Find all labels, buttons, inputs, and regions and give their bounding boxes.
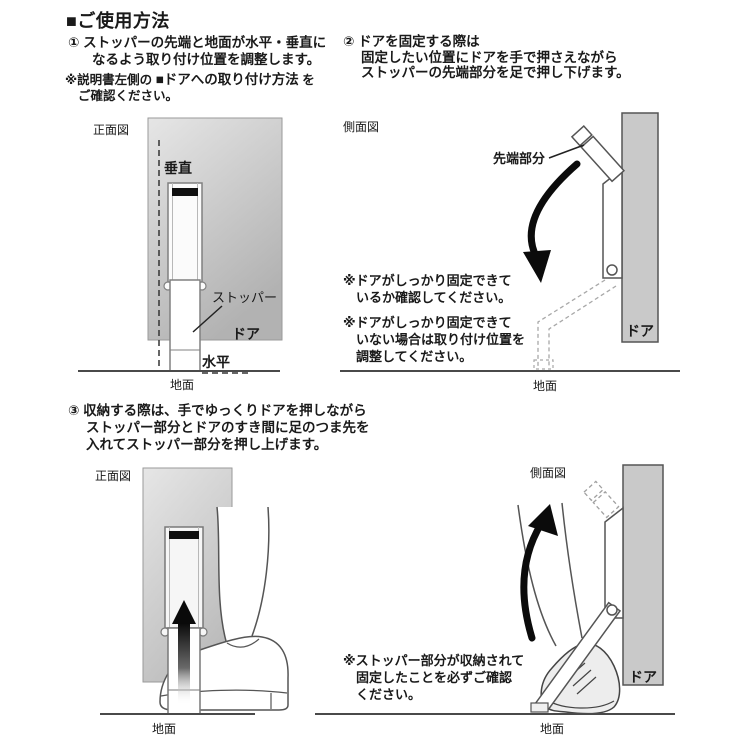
push-up-arrow-shaft xyxy=(178,623,190,705)
note-prefix: ※説明書左側の xyxy=(65,73,156,87)
tip-label: 先端部分 xyxy=(493,151,545,166)
stopper-ghost-raised xyxy=(583,480,620,519)
stored-confirm-note-line-3: ください。 xyxy=(356,687,422,702)
door-label: ドア xyxy=(626,323,654,339)
side-view-diagram-press-down: 側面図 先端部分 ドア 地面 xyxy=(340,112,680,393)
view-label: 正面図 xyxy=(95,469,131,483)
step-1-line-1: ① ストッパーの先端と地面が水平・垂直に xyxy=(68,35,327,50)
stopper-top-cap xyxy=(172,188,198,196)
step-1-note-line-1: ※説明書左側の ■ドアへの取り付け方法 を xyxy=(65,72,355,88)
leg-outline-left xyxy=(517,504,557,647)
note-bold-reference: ■ドアへの取り付け方法 xyxy=(155,72,299,87)
press-down-arrow-shaft xyxy=(527,160,581,262)
door-label: ドア xyxy=(629,669,657,685)
side-view-diagram-lift-up: 側面図 ドア 地面 xyxy=(315,464,675,736)
pivot-screw xyxy=(606,604,618,616)
tip-pointer-line xyxy=(548,144,585,159)
check-fixed-note: ※ドアがしっかり固定できて いるか確認してください。 xyxy=(343,272,528,306)
ground-label: 地面 xyxy=(152,722,176,736)
stopper-ghost-edge-1 xyxy=(537,279,606,368)
pivot-screw xyxy=(606,264,618,276)
step-2-line-2: 固定したい位置にドアを手で押さえながら xyxy=(361,49,618,65)
horizontal-label: 水平 xyxy=(202,354,230,370)
stopper-ghost-foot-cap xyxy=(533,359,554,370)
stopper-ghost-bar xyxy=(592,490,620,519)
check-fixed-note-line-1: ※ドアがしっかり固定できて xyxy=(343,273,512,288)
stopper-pointer-line xyxy=(192,305,223,333)
stopper-outer-frame xyxy=(167,182,203,283)
adjust-position-note-line-1: ※ドアがしっかり固定できて xyxy=(343,315,512,330)
page-title: ■ご使用方法 xyxy=(66,11,170,31)
stopper-slide-bar xyxy=(169,279,201,372)
stopper-top-cap xyxy=(169,531,199,539)
step-2-text: ② ドアを固定する際は 固定したい位置にドアを手で押さえながら ストッパーの先端… xyxy=(343,34,673,81)
vertical-label: 垂直 xyxy=(164,160,192,176)
lift-up-arrow-head xyxy=(528,504,558,536)
view-label: 側面図 xyxy=(343,120,379,134)
door-panel xyxy=(622,464,664,686)
adjust-position-note-line-3: 調整してください。 xyxy=(356,349,473,364)
ground-label: 地面 xyxy=(170,378,194,392)
stopper-tip-piece xyxy=(570,124,593,147)
step-2-line-1: ② ドアを固定する際は xyxy=(343,34,480,49)
stopper-bracket xyxy=(602,167,623,279)
front-view-diagram-install: 正面図 垂直 ストッパー ドア 水平 地面 xyxy=(78,117,283,392)
step-3-line-3: 入れてストッパー部分を押し上げます。 xyxy=(86,437,328,452)
stopper-ghost-edge-2 xyxy=(548,285,617,368)
stored-confirm-note-line-1: ※ストッパー部分が収納されて xyxy=(343,653,525,668)
step-1-note-line-2: ご確認ください。 xyxy=(78,89,179,103)
view-label: 正面図 xyxy=(93,123,129,137)
stopper-label: ストッパー xyxy=(212,290,277,305)
step-1-line-2: なるよう取り付け位置を調整します。 xyxy=(92,52,321,67)
step-1-note: ※説明書左側の ■ドアへの取り付け方法 を ご確認ください。 xyxy=(65,72,355,104)
step-3-line-2: ストッパー部分とドアのすき間に足のつま先を xyxy=(86,420,370,435)
adjust-position-note-line-2: いない場合は取り付け位置を xyxy=(356,332,526,347)
stored-confirm-note: ※ストッパー部分が収納されて 固定したことを必ずご確認 ください。 xyxy=(343,652,528,703)
press-down-arrow-head xyxy=(523,250,551,283)
lift-up-arrow-shaft xyxy=(520,520,545,642)
adjust-position-note: ※ドアがしっかり固定できて いない場合は取り付け位置を 調整してください。 xyxy=(343,314,528,365)
stopper-bar xyxy=(580,135,626,183)
front-view-diagram-store: 正面図 地面 xyxy=(95,467,289,736)
stopper-foot-cap xyxy=(530,702,549,713)
ground-label: 地面 xyxy=(533,379,557,393)
sneaker-shoe xyxy=(540,642,621,715)
leg-outline-right xyxy=(251,506,270,637)
stored-confirm-note-line-2: 固定したことを必ずご確認 xyxy=(356,670,513,685)
step-1-text: ① ストッパーの先端と地面が水平・垂直に なるよう取り付け位置を調整します。 xyxy=(68,34,358,68)
check-fixed-note-line-2: いるか確認してください。 xyxy=(356,290,512,305)
ground-label: 地面 xyxy=(540,722,564,736)
step-3-line-1: ③ 収納する際は、手でゆっくりドアを押しながら xyxy=(68,403,367,418)
leg-silhouette xyxy=(217,507,269,641)
stopper-raised-bar xyxy=(570,124,626,183)
leg-outline-left xyxy=(216,506,227,642)
door-panel xyxy=(621,112,659,343)
push-up-arrow-head xyxy=(172,600,196,624)
ankle-line xyxy=(226,638,260,648)
stopper-bracket xyxy=(604,506,624,619)
note-suffix: を xyxy=(298,73,315,87)
stopper-ghost-tip xyxy=(583,480,605,502)
step-3-text: ③ 収納する際は、手でゆっくりドアを押しながら ストッパー部分とドアのすき間に足… xyxy=(68,402,418,453)
door-label: ドア xyxy=(232,326,260,342)
leg-outline-right xyxy=(561,502,583,639)
view-label: 側面図 xyxy=(530,466,566,480)
step-2-line-3: ストッパーの先端部分を足で押し下げます。 xyxy=(361,65,630,80)
